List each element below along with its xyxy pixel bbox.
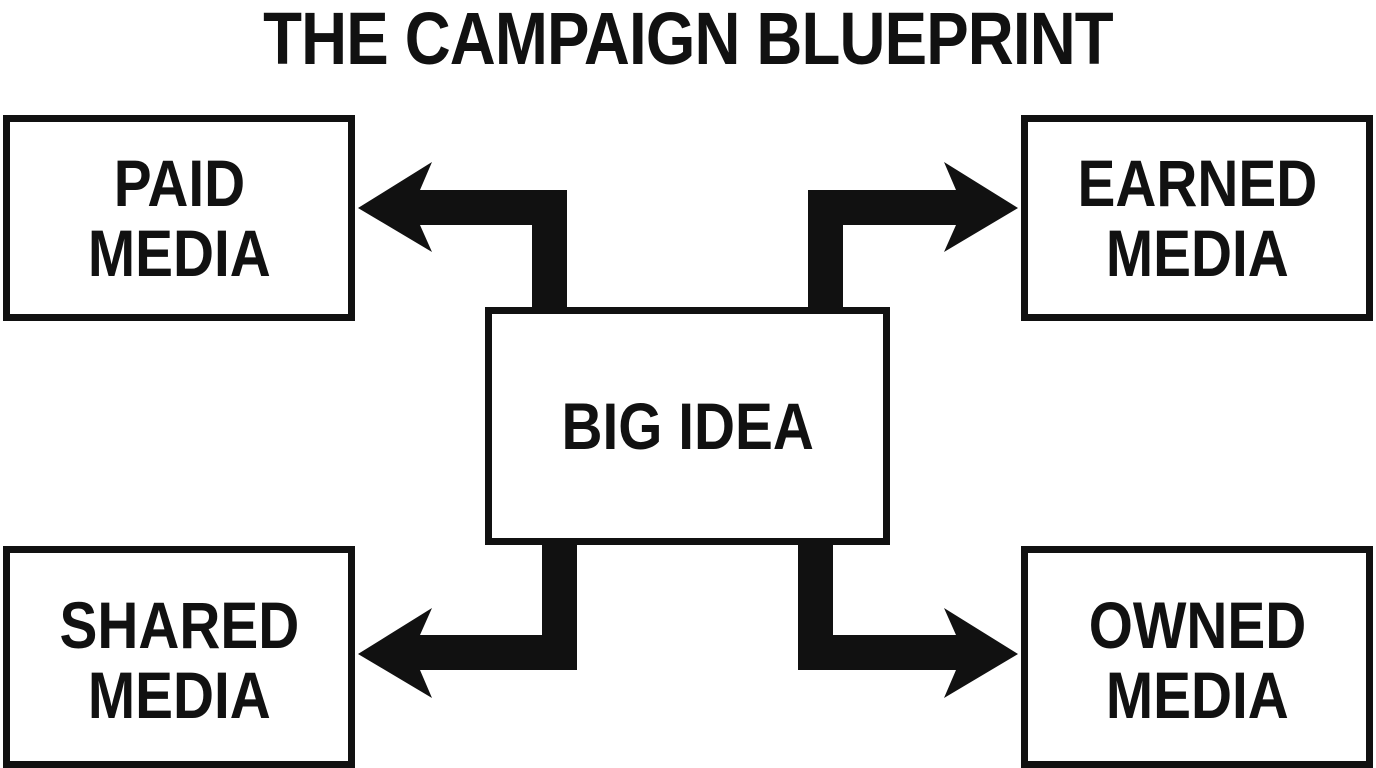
owned-media-box: OWNED MEDIA <box>1021 546 1373 768</box>
paid-media-label-line1: PAID <box>113 146 245 220</box>
shared-media-box: SHARED MEDIA <box>3 546 355 768</box>
arrow-to-paid-media <box>358 162 567 312</box>
paid-media-box: PAID MEDIA <box>3 115 355 321</box>
big-idea-label: BIG IDEA <box>561 389 814 463</box>
paid-media-label-line2: MEDIA <box>87 216 271 290</box>
owned-media-label-line1: OWNED <box>1088 588 1306 662</box>
shared-media-label-line1: SHARED <box>59 588 299 662</box>
arrow-to-owned-media <box>798 540 1018 698</box>
big-idea-box: BIG IDEA <box>485 307 890 545</box>
arrow-to-earned-media <box>808 162 1018 312</box>
arrow-to-shared-media <box>358 540 577 698</box>
earned-media-label-line2: MEDIA <box>1105 216 1289 290</box>
shared-media-label-line2: MEDIA <box>87 658 271 732</box>
earned-media-box: EARNED MEDIA <box>1021 115 1373 321</box>
diagram-title: THE CAMPAIGN BLUEPRINT <box>263 0 1113 80</box>
owned-media-label-line2: MEDIA <box>1105 658 1289 732</box>
earned-media-label-line1: EARNED <box>1077 146 1317 220</box>
